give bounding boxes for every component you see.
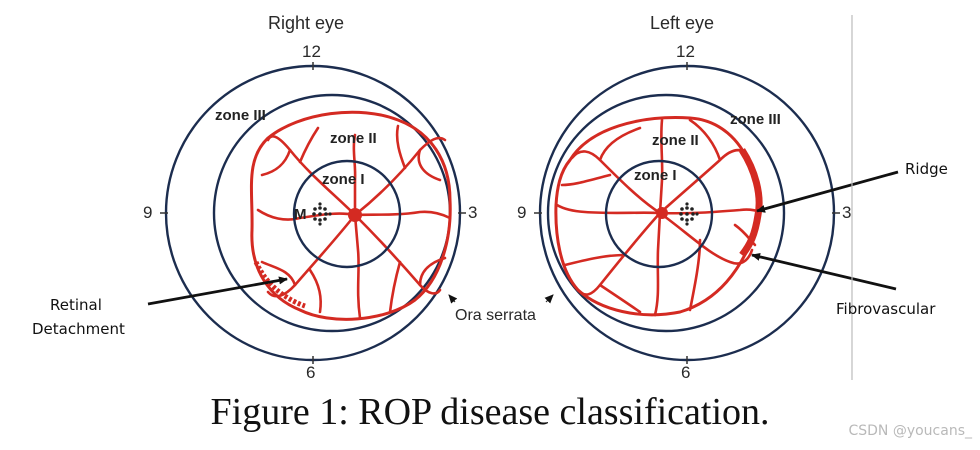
left-eye-vessels (555, 118, 762, 317)
right-eye-title: Right eye (268, 13, 345, 33)
right-eye-clock-12: 12 (302, 42, 321, 61)
left-eye-zone1-label: zone I (634, 167, 677, 184)
left-eye-clock-6: 6 (681, 363, 691, 382)
retinal-detachment-label-line1: Retinal (50, 296, 102, 314)
left-eye-zone3-label: zone III (730, 111, 781, 128)
left-eye-clock-3: 3 (842, 203, 852, 222)
ora-serrata-pointers (448, 294, 554, 304)
retinal-detachment-label-line2: Detachment (32, 320, 125, 338)
right-eye-vessels (256, 124, 452, 320)
csdn-watermark: CSDN @youcans_ (848, 423, 972, 439)
right-eye-diagram (160, 62, 466, 364)
ora-serrata-label: Ora serrata (455, 307, 536, 324)
left-eye-zone2-ring (546, 93, 786, 333)
left-eye-clock-ticks (534, 62, 840, 364)
right-eye-macula-label: M (294, 206, 307, 223)
left-eye-zone1-ring (604, 159, 714, 269)
right-eye-clock-ticks (160, 62, 466, 364)
right-eye-optic-disc (348, 208, 362, 222)
retinal-detachment-arrow (147, 276, 288, 306)
right-eye-zone3-label: zone III (215, 107, 266, 124)
left-eye-macula-dots (679, 202, 699, 226)
fibrovascular-label: Fibrovascular (836, 300, 936, 318)
left-eye-title: Left eye (650, 13, 715, 33)
right-eye-clock-9: 9 (143, 203, 153, 222)
left-eye-clock-9: 9 (517, 203, 527, 222)
right-eye-detachment-edge (253, 260, 306, 309)
left-eye-clock-12: 12 (676, 42, 695, 61)
right-eye-zone1-ring (292, 159, 402, 269)
right-eye-zone2-label: zone II (330, 130, 377, 147)
ridge-arrow (756, 170, 899, 213)
left-eye-optic-disc (656, 207, 668, 219)
annotation-arrows (147, 170, 899, 306)
right-eye-clock-3: 3 (468, 203, 478, 222)
left-eye-ridge (739, 148, 763, 258)
left-eye-retina-outline (554, 116, 762, 317)
right-eye-retina-outline (249, 110, 452, 321)
right-eye-zone1-label: zone I (322, 171, 365, 188)
right-eye-clock-6: 6 (306, 363, 316, 382)
left-eye-zone2-label: zone II (652, 132, 699, 149)
figure-caption: Figure 1: ROP disease classification. (210, 391, 770, 433)
right-eye-macula-dots (312, 202, 332, 226)
fibrovascular-arrow (751, 252, 897, 291)
left-eye-diagram (534, 62, 840, 364)
ridge-label: Ridge (905, 160, 948, 178)
